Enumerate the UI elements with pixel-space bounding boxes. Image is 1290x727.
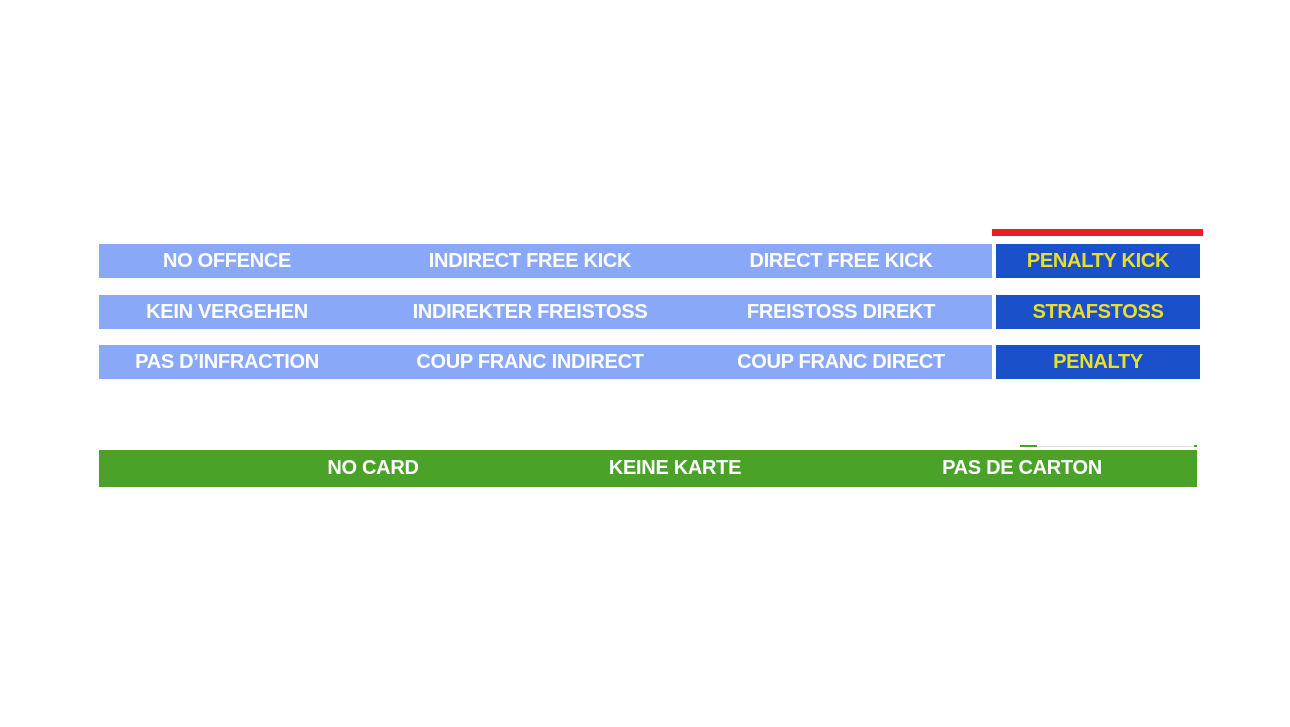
penalty-cell-english: PENALTY KICK [996,244,1200,278]
penalty-cell-french: PENALTY [996,345,1200,379]
term-coup-franc-indirect: COUP FRANC INDIRECT [416,351,644,373]
term-kein-vergehen: KEIN VERGEHEN [146,301,308,323]
green-dot-artifact [1194,445,1197,447]
term-indirekter-freistoss: INDIREKTER FREISTOSS [412,301,648,323]
green-dash-artifact [1020,445,1037,447]
penalty-highlight-line [992,229,1203,236]
term-coup-franc-direct: COUP FRANC DIRECT [737,351,945,373]
no-card-bar [99,450,1197,487]
term-pas-d-infraction: PAS D’INFRACTION [135,351,319,373]
label-keine-karte: KEINE KARTE [608,457,742,479]
term-row-bar-french [99,345,992,379]
faint-rect-top-edge [1020,446,1197,447]
term-direct-free-kick: DIRECT FREE KICK [749,250,933,272]
term-row-bar-german [99,295,992,329]
label-no-card: NO CARD [327,457,419,479]
penalty-cell-german: STRAFSTOSS [996,295,1200,329]
term-indirect-free-kick: INDIRECT FREE KICK [428,250,632,272]
term-freistoss-direkt: FREISTOSS DIREKT [746,301,936,323]
term-row-bar-english [99,244,992,278]
term-no-offence: NO OFFENCE [162,250,292,272]
label-pas-de-carton: PAS DE CARTON [942,457,1102,479]
